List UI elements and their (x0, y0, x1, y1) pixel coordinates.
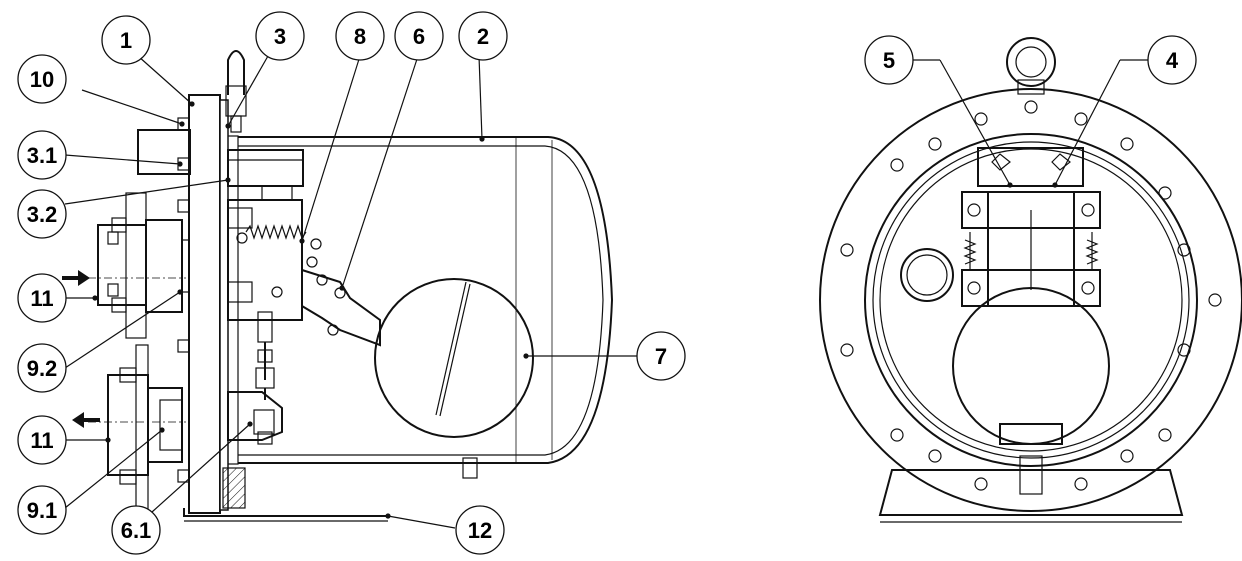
callout-7: 7 (636, 331, 686, 381)
callout-6-1: 6.1 (111, 505, 161, 555)
valve-body (227, 149, 304, 321)
lever-spring (245, 224, 322, 268)
linkage-rod (255, 311, 275, 400)
bolt-circle (840, 100, 1222, 491)
callout-1: 1 (101, 15, 151, 65)
callout-label: 3.1 (27, 143, 58, 168)
callout-label: 10 (30, 67, 54, 92)
float-ball-front (952, 287, 1110, 445)
inlet-connection (88, 192, 190, 339)
front-view (819, 37, 1242, 523)
base-stand (878, 469, 1184, 523)
cover-plate (177, 94, 246, 514)
lifting-eye-front (1006, 37, 1056, 95)
callout-label: 3.2 (27, 202, 58, 227)
callout-5: 5 (864, 35, 914, 85)
lifting-eye (225, 50, 247, 133)
callout-label: 11 (30, 428, 53, 453)
callout-label: 6.1 (121, 518, 152, 543)
valve-mechanism-front (961, 147, 1101, 307)
callout-4: 4 (1147, 35, 1197, 85)
callout-9-2: 9.2 (17, 343, 67, 393)
side-view (62, 50, 614, 522)
leader-lines (64, 55, 1148, 529)
outer-flange (819, 88, 1242, 512)
callout-label: 6 (413, 24, 425, 49)
float-lever (301, 268, 381, 347)
float-ball (374, 278, 534, 438)
callout-11-outlet: 11 (17, 415, 67, 465)
callout-10: 10 (17, 54, 67, 104)
callout-label: 7 (655, 344, 667, 369)
callout-2: 2 (458, 11, 508, 61)
callout-11-inlet: 11 (17, 273, 67, 323)
callout-label: 1 (120, 28, 132, 53)
bottom-outlet-front (999, 423, 1063, 495)
callout-label: 2 (477, 24, 489, 49)
outlet-valve (227, 391, 283, 445)
callout-label: 3 (274, 24, 286, 49)
callout-3: 3 (255, 11, 305, 61)
callout-label: 4 (1166, 48, 1179, 73)
bottom-socket (462, 457, 478, 479)
callout-label: 9.2 (27, 356, 58, 381)
drain-line (183, 508, 388, 517)
arrow-left-icon (72, 412, 100, 428)
cover-block (137, 129, 191, 175)
callout-label: 8 (354, 24, 366, 49)
sight-glass (900, 248, 954, 302)
callout-label: 5 (883, 48, 895, 73)
callout-12: 12 (455, 505, 505, 555)
callout-label: 12 (468, 518, 492, 543)
callout-8: 8 (335, 11, 385, 61)
shell-outer (864, 133, 1198, 467)
callout-9-1: 9.1 (17, 485, 67, 535)
callout-3-1: 3.1 (17, 130, 67, 180)
callout-6: 6 (394, 11, 444, 61)
arrow-right-icon (62, 270, 90, 286)
outlet-connection (88, 344, 186, 516)
callout-3-2: 3.2 (17, 189, 67, 239)
callout-label: 9.1 (27, 498, 58, 523)
callout-label: 11 (30, 286, 53, 311)
